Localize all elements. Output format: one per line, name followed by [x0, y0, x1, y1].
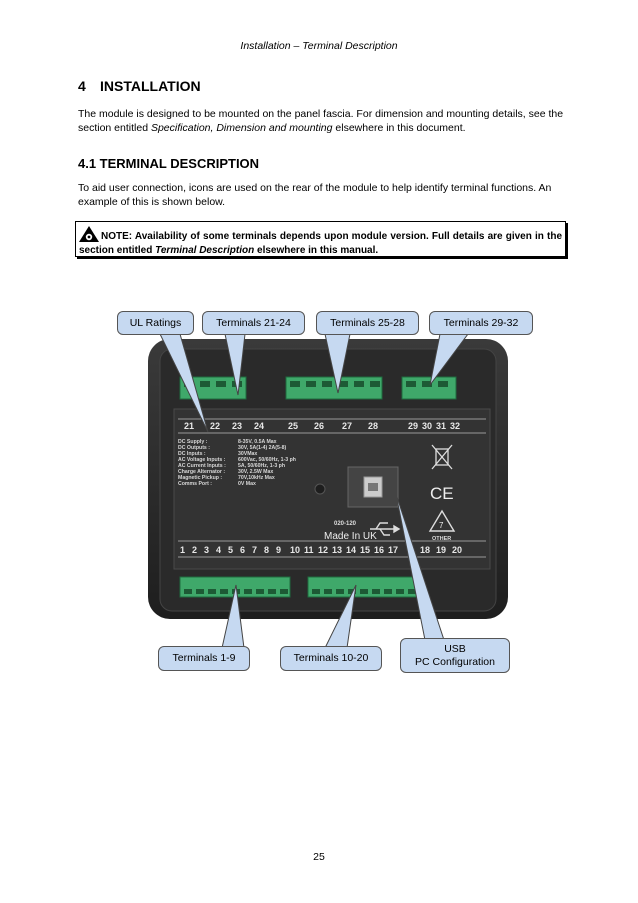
terminal-21-label: 21	[184, 421, 194, 431]
terminal-32-label: 32	[450, 421, 460, 431]
recycle-icon: 7 OTHER	[428, 509, 456, 542]
subsection-paragraph: To aid user connection, icons are used o…	[78, 182, 552, 208]
svg-text:AC Current Inputs :: AC Current Inputs :	[178, 463, 226, 469]
intro-italic: Specification, Dimension and mounting	[150, 121, 333, 134]
svg-text:600Vac, 50/60Hz, 1-3 ph: 600Vac, 50/60Hz, 1-3 ph	[238, 457, 296, 463]
terminal-7-label: 7	[252, 545, 257, 555]
svg-text:DC Outputs :: DC Outputs :	[178, 445, 210, 451]
terminal-18-label: 18	[420, 545, 430, 555]
callout-usb-pc-configuration: USB PC Configuration	[400, 638, 510, 673]
usb-symbol-icon	[370, 522, 401, 536]
svg-text:0V Max: 0V Max	[238, 481, 256, 487]
terminal-15-label: 15	[360, 545, 370, 555]
svg-text:30V, 2.5W Max: 30V, 2.5W Max	[238, 469, 273, 475]
svg-text:AC Voltage Inputs :: AC Voltage Inputs :	[178, 457, 226, 463]
terminal-11-label: 11	[304, 545, 314, 555]
note-italic: Terminal Description	[155, 245, 255, 256]
intro-paragraph: The module is designed to be mounted on …	[78, 108, 568, 135]
terminal-2-label: 2	[192, 545, 197, 555]
terminal-14-label: 14	[346, 545, 356, 555]
terminal-30-label: 30	[422, 421, 432, 431]
subsection-heading: 4.1 TERMINAL DESCRIPTION	[78, 156, 260, 171]
svg-text:7: 7	[439, 521, 444, 530]
terminal-22-label: 22	[210, 421, 220, 431]
terminal-17-label: 17	[388, 545, 398, 555]
callout-terminals-21-24: Terminals 21-24	[202, 311, 305, 335]
terminal-28-label: 28	[368, 421, 378, 431]
terminal-27-label: 27	[342, 421, 352, 431]
model-number: 020-120	[334, 521, 357, 527]
svg-text:30V, 5A(1-4) 2A(5-8): 30V, 5A(1-4) 2A(5-8)	[238, 445, 287, 451]
terminal-16-label: 16	[374, 545, 384, 555]
terminal-31-label: 31	[436, 421, 446, 431]
note-text-end: elsewhere in this manual.	[254, 245, 379, 256]
callout-terminals-29-32: Terminals 29-32	[429, 311, 533, 335]
terminal-23-label: 23	[232, 421, 242, 431]
page-number: 25	[313, 851, 325, 863]
terminal-13-label: 13	[332, 545, 342, 555]
terminal-20-label: 20	[452, 545, 462, 555]
svg-text:8-35V, 0.5A Max: 8-35V, 0.5A Max	[238, 439, 277, 445]
weee-bin-icon	[431, 444, 453, 470]
intro-text: The module is designed to be mounted on …	[78, 108, 564, 134]
callout-ul-ratings: UL Ratings	[117, 311, 194, 335]
svg-text:DC Inputs :: DC Inputs :	[178, 451, 206, 457]
terminal-5-label: 5	[228, 545, 233, 555]
svg-text:Comms Port :: Comms Port :	[178, 481, 212, 487]
svg-text:OTHER: OTHER	[432, 536, 451, 542]
svg-text:30VMax: 30VMax	[238, 451, 257, 457]
section-heading: 4 INSTALLATION	[78, 78, 201, 94]
terminal-19-label: 19	[436, 545, 446, 555]
callout-usb-line1: USB	[444, 643, 466, 655]
usb-port-icon	[347, 466, 399, 508]
callout-usb-line2: PC Configuration	[415, 656, 495, 668]
terminal-10-label: 10	[290, 545, 300, 555]
section-number: 4	[78, 78, 86, 94]
terminal-24-label: 24	[254, 421, 264, 431]
terminal-6-label: 6	[240, 545, 245, 555]
svg-text:Charge Alternator :: Charge Alternator :	[178, 469, 225, 475]
callout-terminals-25-28: Terminals 25-28	[316, 311, 419, 335]
page-header: Installation – Terminal Description	[240, 40, 398, 52]
terminal-9-label: 9	[276, 545, 281, 555]
callout-terminals-1-9: Terminals 1-9	[158, 646, 250, 671]
module-rear-image: 21 22 23 24 25 26 27 28 29 30 31 32 DC S…	[148, 339, 508, 624]
note-text: NOTE: Availability of some terminals dep…	[79, 231, 562, 256]
intro-text-end: elsewhere in this document.	[332, 121, 466, 134]
svg-text:5A, 50/60Hz, 1-3 ph: 5A, 50/60Hz, 1-3 ph	[238, 463, 285, 469]
terminal-25-label: 25	[288, 421, 298, 431]
section-title: INSTALLATION	[100, 78, 201, 94]
ul-ratings-block: DC Supply : DC Outputs : DC Inputs : AC …	[178, 439, 296, 487]
terminal-12-label: 12	[318, 545, 328, 555]
terminal-1-label: 1	[180, 545, 185, 555]
terminal-4-label: 4	[216, 545, 221, 555]
terminal-26-label: 26	[314, 421, 324, 431]
svg-text:Magnetic Pickup :: Magnetic Pickup :	[178, 475, 222, 481]
terminal-29-label: 29	[408, 421, 418, 431]
ce-mark: CE	[430, 484, 454, 503]
callout-terminals-10-20: Terminals 10-20	[280, 646, 382, 671]
made-in-label: Made In UK	[324, 531, 377, 542]
terminal-8-label: 8	[264, 545, 269, 555]
svg-text:70V,10kHz Max: 70V,10kHz Max	[238, 475, 275, 481]
warning-icon	[79, 226, 99, 242]
terminal-3-label: 3	[204, 545, 209, 555]
note-box: NOTE: Availability of some terminals dep…	[75, 221, 566, 257]
svg-text:DC Supply :: DC Supply :	[178, 439, 208, 445]
